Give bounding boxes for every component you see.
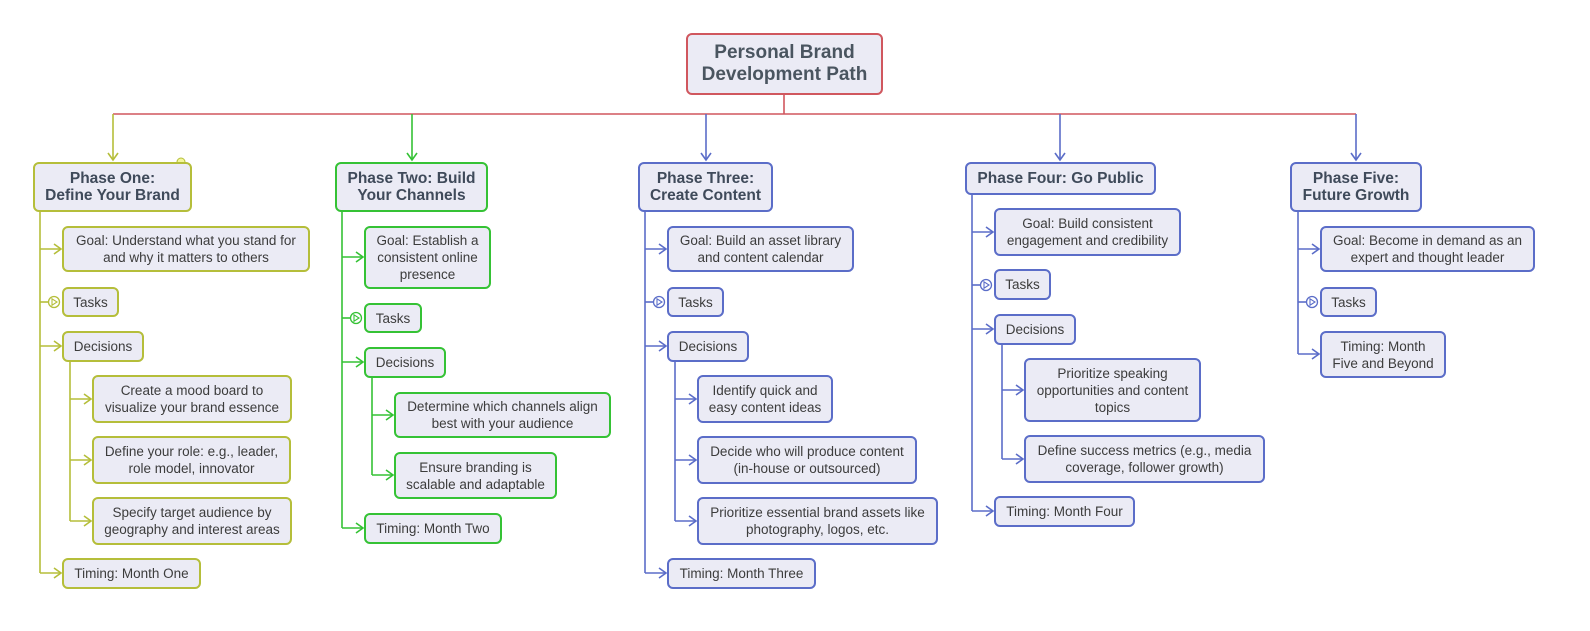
p3-arrow-3: [658, 567, 668, 579]
root-node[interactable]: Personal Brand Development Path: [686, 33, 883, 95]
phase-three-node[interactable]: Phase Three: Create Content: [638, 162, 773, 212]
phase-two-node[interactable]: Phase Two: Build Your Channels: [335, 162, 488, 212]
p4-arrow-3: [985, 505, 995, 517]
p5-task-marker-play-icon: [1309, 297, 1317, 307]
p3-dec-arrow-0: [688, 393, 698, 405]
phase-drop-arrow-2: [406, 152, 418, 162]
phase-five-tasks[interactable]: Tasks: [1320, 287, 1377, 317]
phase-drop-arrow-5: [1350, 152, 1362, 162]
p2-task-marker-play-icon: [353, 313, 361, 323]
phase-four-goal[interactable]: Goal: Build consistent engagement and cr…: [994, 208, 1181, 256]
phase-four-decision-1[interactable]: Prioritize speaking opportunities and co…: [1024, 358, 1201, 422]
phase-one-decision-3[interactable]: Specify target audience by geography and…: [92, 497, 292, 545]
p4-task-marker-play-icon: [983, 280, 991, 290]
p1-dec-arrow-1: [83, 454, 93, 466]
phase-two-timing[interactable]: Timing: Month Two: [364, 513, 502, 544]
p3-arrow-0: [658, 243, 668, 255]
p1-arrow-2: [53, 340, 63, 352]
p4-task-marker: [979, 278, 993, 292]
p4-dec-arrow-1: [1015, 453, 1025, 465]
p4-arrow-2: [985, 323, 995, 335]
phase-two-goal[interactable]: Goal: Establish a consistent online pres…: [364, 226, 491, 289]
phase-drop-arrow-1: [107, 152, 119, 162]
p3-task-marker: [652, 295, 666, 309]
p3-dec-arrow-1: [688, 454, 698, 466]
p5-arrow-2: [1311, 348, 1321, 360]
phase-two-decisions[interactable]: Decisions: [364, 347, 446, 378]
p1-dec-arrow-2: [83, 515, 93, 527]
p3-arrow-2: [658, 340, 668, 352]
p2-task-marker: [349, 311, 363, 325]
phase-three-decisions[interactable]: Decisions: [667, 331, 749, 362]
phase-five-goal[interactable]: Goal: Become in demand as an expert and …: [1320, 226, 1535, 272]
phase-two-decision-1[interactable]: Determine which channels align best with…: [394, 392, 611, 438]
phase-one-timing[interactable]: Timing: Month One: [62, 558, 201, 589]
p5-arrow-0: [1311, 243, 1321, 255]
phase-one-decision-2[interactable]: Define your role: e.g., leader, role mod…: [92, 436, 291, 484]
p1-arrow-3: [53, 567, 63, 579]
phase-one-tasks[interactable]: Tasks: [62, 287, 119, 317]
phase-two-decision-2[interactable]: Ensure branding is scalable and adaptabl…: [394, 452, 557, 499]
p2-arrow-0: [355, 251, 365, 263]
phase-four-decision-2[interactable]: Define success metrics (e.g., media cove…: [1024, 435, 1265, 483]
phase-four-timing[interactable]: Timing: Month Four: [994, 496, 1135, 527]
p5-task-marker: [1305, 295, 1319, 309]
phase-five-node[interactable]: Phase Five: Future Growth: [1290, 162, 1422, 212]
p2-arrow-2: [355, 356, 365, 368]
p1-task-marker: [47, 295, 61, 309]
phase-one-decisions[interactable]: Decisions: [62, 331, 144, 362]
p1-arrow-0: [53, 243, 63, 255]
phase-three-timing[interactable]: Timing: Month Three: [667, 558, 816, 589]
p3-dec-arrow-2: [688, 515, 698, 527]
phase-four-decisions[interactable]: Decisions: [994, 314, 1076, 345]
p2-dec-arrow-0: [385, 409, 395, 421]
phase-three-decision-1[interactable]: Identify quick and easy content ideas: [697, 375, 833, 423]
phase-four-tasks[interactable]: Tasks: [994, 269, 1051, 300]
p2-dec-arrow-1: [385, 469, 395, 481]
phase-three-tasks[interactable]: Tasks: [667, 287, 724, 317]
p4-dec-arrow-0: [1015, 384, 1025, 396]
phase-drop-arrow-4: [1054, 152, 1066, 162]
phase-one-node[interactable]: Phase One: Define Your Brand: [33, 162, 192, 212]
phase-five-timing[interactable]: Timing: Month Five and Beyond: [1320, 331, 1446, 378]
p1-task-marker-play-icon: [51, 297, 59, 307]
phase-drop-arrow-3: [700, 152, 712, 162]
p3-task-marker-play-icon: [656, 297, 664, 307]
phase-one-goal[interactable]: Goal: Understand what you stand for and …: [62, 226, 310, 272]
p1-dec-arrow-0: [83, 393, 93, 405]
phase-three-decision-2[interactable]: Decide who will produce content (in-hous…: [697, 436, 917, 484]
phase-three-decision-3[interactable]: Prioritize essential brand assets like p…: [697, 497, 938, 545]
p2-arrow-3: [355, 522, 365, 534]
phase-one-decision-1[interactable]: Create a mood board to visualize your br…: [92, 375, 292, 423]
p4-arrow-0: [985, 226, 995, 238]
phase-two-tasks[interactable]: Tasks: [364, 303, 422, 333]
phase-three-goal[interactable]: Goal: Build an asset library and content…: [667, 226, 854, 272]
phase-four-node[interactable]: Phase Four: Go Public: [965, 162, 1156, 195]
